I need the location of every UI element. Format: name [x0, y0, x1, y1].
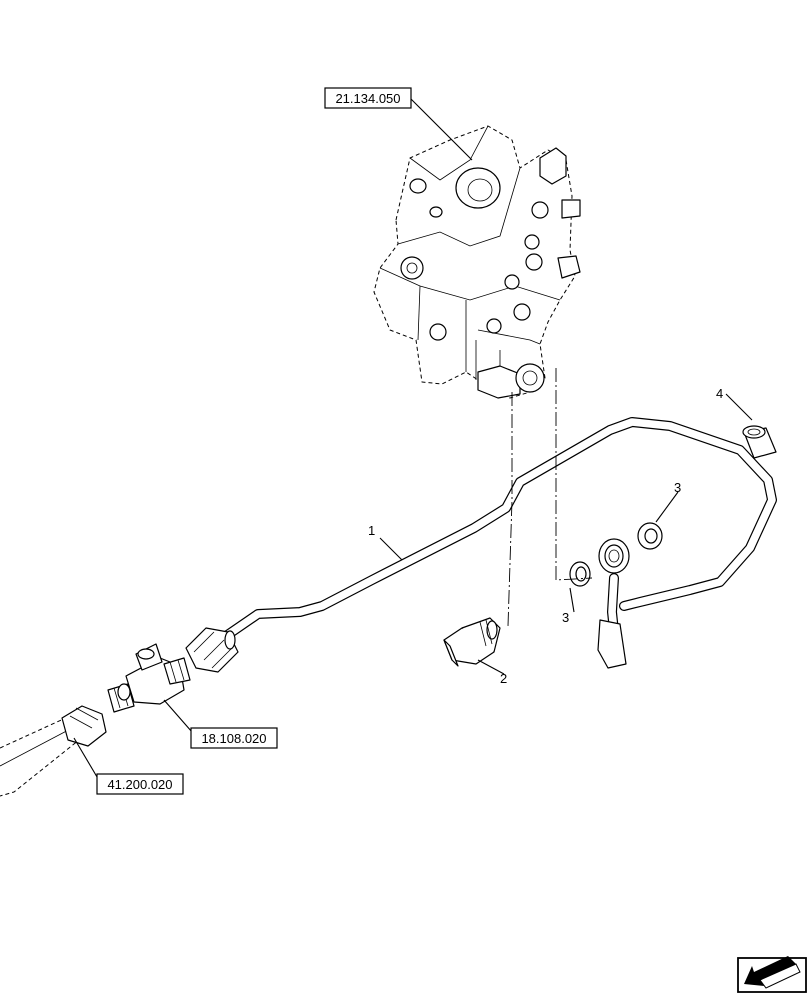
assembly-centerlines — [507, 368, 593, 627]
sealing-washer-right — [637, 522, 663, 550]
callout-pipe: 1 — [368, 523, 375, 538]
reference-label-valve: 21.134.050 — [324, 87, 412, 109]
sleeve — [742, 425, 777, 459]
callout-washer-right: 3 — [674, 480, 681, 495]
tee-fitting — [107, 643, 191, 713]
reference-label-hose: 41.200.020 — [96, 773, 184, 795]
callout-washer-left: 3 — [562, 610, 569, 625]
reference-text-valve: 21.134.050 — [335, 91, 400, 106]
callout-sleeve: 4 — [716, 386, 723, 401]
hydraulic-pipe — [221, 417, 777, 641]
navigation-arrow-icon[interactable] — [737, 956, 807, 993]
banjo-fitting — [597, 538, 630, 669]
reference-label-tee: 18.108.020 — [190, 727, 278, 749]
reference-text-hose: 41.200.020 — [107, 777, 172, 792]
sealing-washer-left — [569, 561, 591, 587]
banjo-bolt — [443, 617, 501, 667]
hose — [0, 705, 107, 797]
pipe-nut — [185, 627, 239, 673]
leader-lines — [73, 97, 753, 783]
callout-banjo-bolt: 2 — [500, 671, 507, 686]
reference-text-tee: 18.108.020 — [201, 731, 266, 746]
valve-block — [373, 125, 581, 399]
